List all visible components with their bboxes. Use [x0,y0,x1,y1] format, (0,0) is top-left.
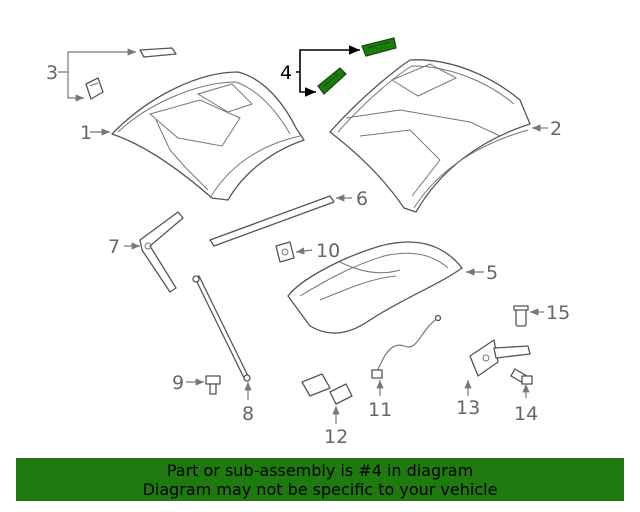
callout-3[interactable]: 3 [46,62,58,84]
hood-right-part[interactable] [329,59,531,213]
bumper-part-15[interactable] [513,305,529,327]
callout-11[interactable]: 11 [368,399,392,421]
parts-diagram: 1 2 3 4 5 6 7 8 9 10 11 12 13 14 15 [46,37,570,448]
leader-lines [58,45,548,424]
banner-line-2: Diagram may not be specific to your vehi… [142,480,498,499]
banner-line-1: Part or sub-assembly is #4 in diagram [166,461,474,480]
seal-rod-part[interactable] [209,195,335,247]
insulator-part[interactable] [287,241,463,334]
pad-part-4-lower[interactable] [317,67,347,95]
pad-part-3-upper[interactable] [139,47,177,58]
callout-1[interactable]: 1 [80,122,92,144]
info-banner: Part or sub-assembly is #4 in diagram Di… [16,458,624,501]
callout-14[interactable]: 14 [514,403,538,425]
bolt-part-9[interactable] [205,375,221,395]
callout-5[interactable]: 5 [486,262,498,284]
release-cable-part[interactable] [371,314,442,379]
latch-handle-part[interactable] [301,373,353,405]
callout-12[interactable]: 12 [324,426,348,448]
callout-15[interactable]: 15 [546,302,570,324]
callout-2[interactable]: 2 [550,118,562,140]
bracket-part[interactable] [139,211,184,293]
callout-6[interactable]: 6 [356,188,368,210]
callout-8[interactable]: 8 [242,403,254,425]
bolt-part-14[interactable] [510,368,533,385]
pad-part-4-upper[interactable] [361,37,397,57]
callout-7[interactable]: 7 [108,236,120,258]
latch-part[interactable] [469,339,531,377]
callout-10[interactable]: 10 [316,240,340,262]
callout-13[interactable]: 13 [456,397,480,419]
hood-left-part[interactable] [111,71,305,201]
clip-part-10[interactable] [275,241,295,263]
pad-part-3-lower[interactable] [85,77,104,100]
callout-9[interactable]: 9 [172,372,184,394]
gas-strut-part[interactable] [192,275,251,382]
callout-4[interactable]: 4 [280,62,292,84]
